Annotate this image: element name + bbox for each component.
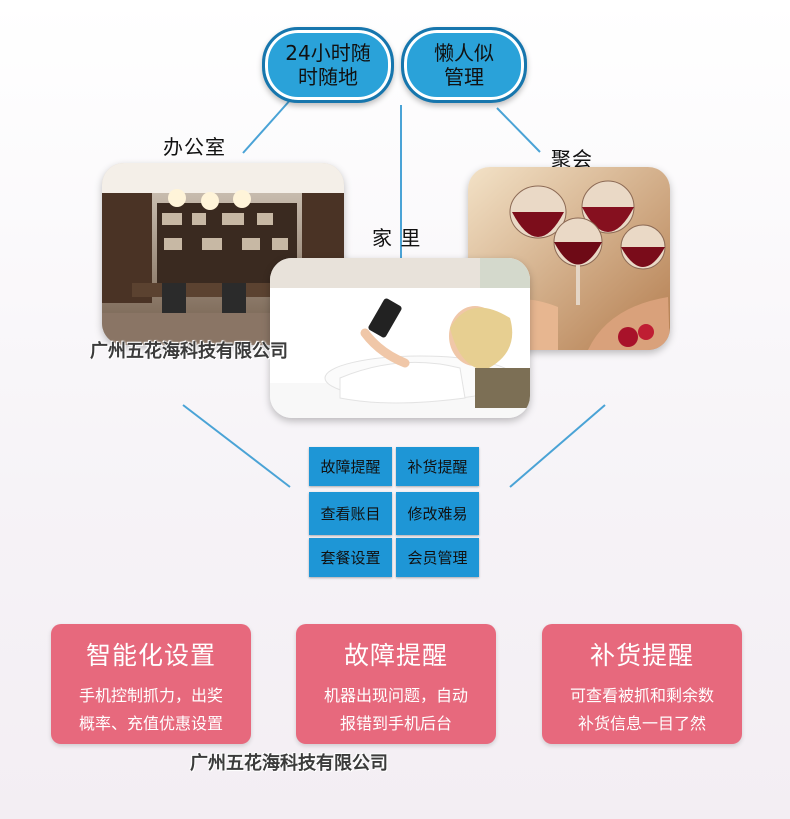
badge-lazy-management: 懒人似 管理 — [401, 27, 527, 103]
feature-package-settings: 套餐设置 — [309, 538, 392, 577]
card-restock-alert-line2: 补货信息一目了然 — [577, 714, 706, 733]
home-photo — [270, 258, 530, 418]
badge-anytime-line1: 24小时随 — [285, 41, 371, 65]
feature-view-accounts: 查看账目 — [309, 492, 392, 535]
card-fault-alert: 故障提醒 机器出现问题，自动 报错到手机后台 — [296, 624, 496, 744]
badge-lazy-line2: 管理 — [444, 65, 484, 89]
card-smart-settings-line1: 手机控制抓力，出奖 — [78, 686, 223, 705]
badge-anytime: 24小时随 时随地 — [262, 27, 394, 103]
card-fault-alert-title: 故障提醒 — [343, 641, 448, 670]
feature-fault-alert: 故障提醒 — [309, 447, 392, 486]
badge-lazy-line1: 懒人似 — [434, 41, 494, 65]
watermark-bottom: 广州五花海科技有限公司 — [190, 753, 388, 774]
feature-member-management: 会员管理 — [396, 538, 479, 577]
watermark-top: 广州五花海科技有限公司 — [90, 341, 288, 362]
feature-restock-alert: 补货提醒 — [396, 447, 479, 486]
card-fault-alert-line1: 机器出现问题，自动 — [323, 686, 468, 705]
badge-anytime-line2: 时随地 — [298, 65, 358, 89]
card-fault-alert-line2: 报错到手机后台 — [339, 714, 452, 733]
scene-label-home: 家 里 — [372, 226, 422, 250]
feature-edit-difficulty: 修改难易 — [396, 492, 479, 535]
card-restock-alert-line1: 可查看被抓和剩余数 — [569, 686, 714, 705]
scene-label-office: 办公室 — [163, 135, 226, 159]
card-restock-alert-title: 补货提醒 — [589, 641, 694, 670]
card-smart-settings: 智能化设置 手机控制抓力，出奖 概率、充值优惠设置 — [51, 624, 251, 744]
card-smart-settings-title: 智能化设置 — [85, 641, 216, 670]
card-restock-alert: 补货提醒 可查看被抓和剩余数 补货信息一目了然 — [542, 624, 742, 744]
card-smart-settings-line2: 概率、充值优惠设置 — [78, 714, 223, 733]
